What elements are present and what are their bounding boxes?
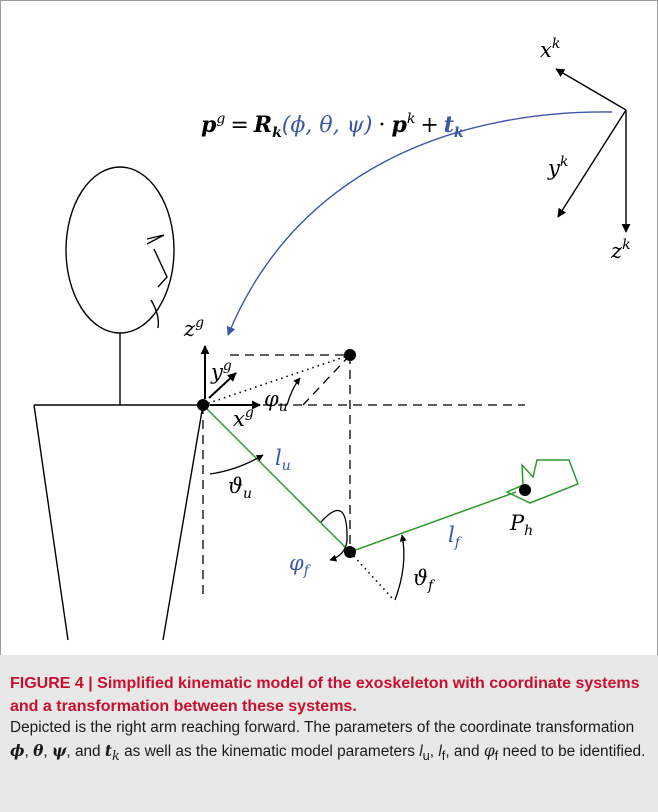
l-u-label: lu: [275, 446, 291, 474]
theta-f-label: ϑf: [413, 566, 436, 594]
upper-arm-segment: [202, 404, 351, 553]
shoulder-joint: [197, 399, 209, 411]
torso-right: [162, 404, 204, 641]
transformation-equation: pg=Rk(ϕ, θ, ψ)·pk+tk: [201, 111, 464, 141]
hand-gripper: [505, 459, 579, 504]
yg-axis: [208, 372, 237, 399]
angle-arcs: [209, 377, 407, 601]
kinect-axes: [555, 68, 631, 233]
human-figure: [33, 166, 204, 641]
xk-axis: [555, 68, 627, 111]
mouth: [150, 299, 160, 329]
torso-left: [33, 404, 69, 641]
caption-box: [0, 655, 658, 812]
yg-label: yg: [210, 358, 232, 384]
projection-point: [344, 349, 356, 361]
phi-u-arc: [286, 377, 301, 406]
yk-axis: [557, 109, 627, 218]
theta-u-label: ϑu: [228, 474, 252, 502]
zk-label: zk: [610, 237, 631, 263]
caption-text: Depicted is the right arm reaching forwa…: [10, 719, 646, 764]
head-outline: [65, 166, 175, 334]
l-f-label: lf: [448, 523, 463, 551]
theta-f-arc: [394, 534, 407, 601]
phi-u-label: φu: [264, 387, 288, 415]
phi-f-label: φf: [289, 551, 312, 579]
hand-point: [519, 484, 531, 496]
eye: [146, 234, 165, 245]
global-axes: [200, 345, 261, 410]
forearm-segment: [349, 491, 517, 553]
yk-label: yk: [547, 154, 568, 180]
zg-label: zg: [183, 315, 204, 341]
construction-lines: [202, 354, 525, 600]
elbow-joint: [344, 546, 356, 558]
kinematic-chain: [202, 404, 579, 553]
transformation-arrow: [226, 111, 613, 336]
caption-title: FIGURE 4 | Simplified kinematic model of…: [10, 675, 640, 715]
P-h-label: Ph: [509, 511, 533, 539]
nose: [153, 248, 168, 288]
xg-label: xg: [233, 405, 254, 431]
kinematic-diagram: pg=Rk(ϕ, θ, ψ)·pk+tk xk yk zk zg yg xg φ…: [33, 36, 631, 641]
theta-u-arc: [209, 454, 264, 475]
phi-f-arc: [320, 510, 348, 562]
xk-label: xk: [540, 36, 560, 62]
